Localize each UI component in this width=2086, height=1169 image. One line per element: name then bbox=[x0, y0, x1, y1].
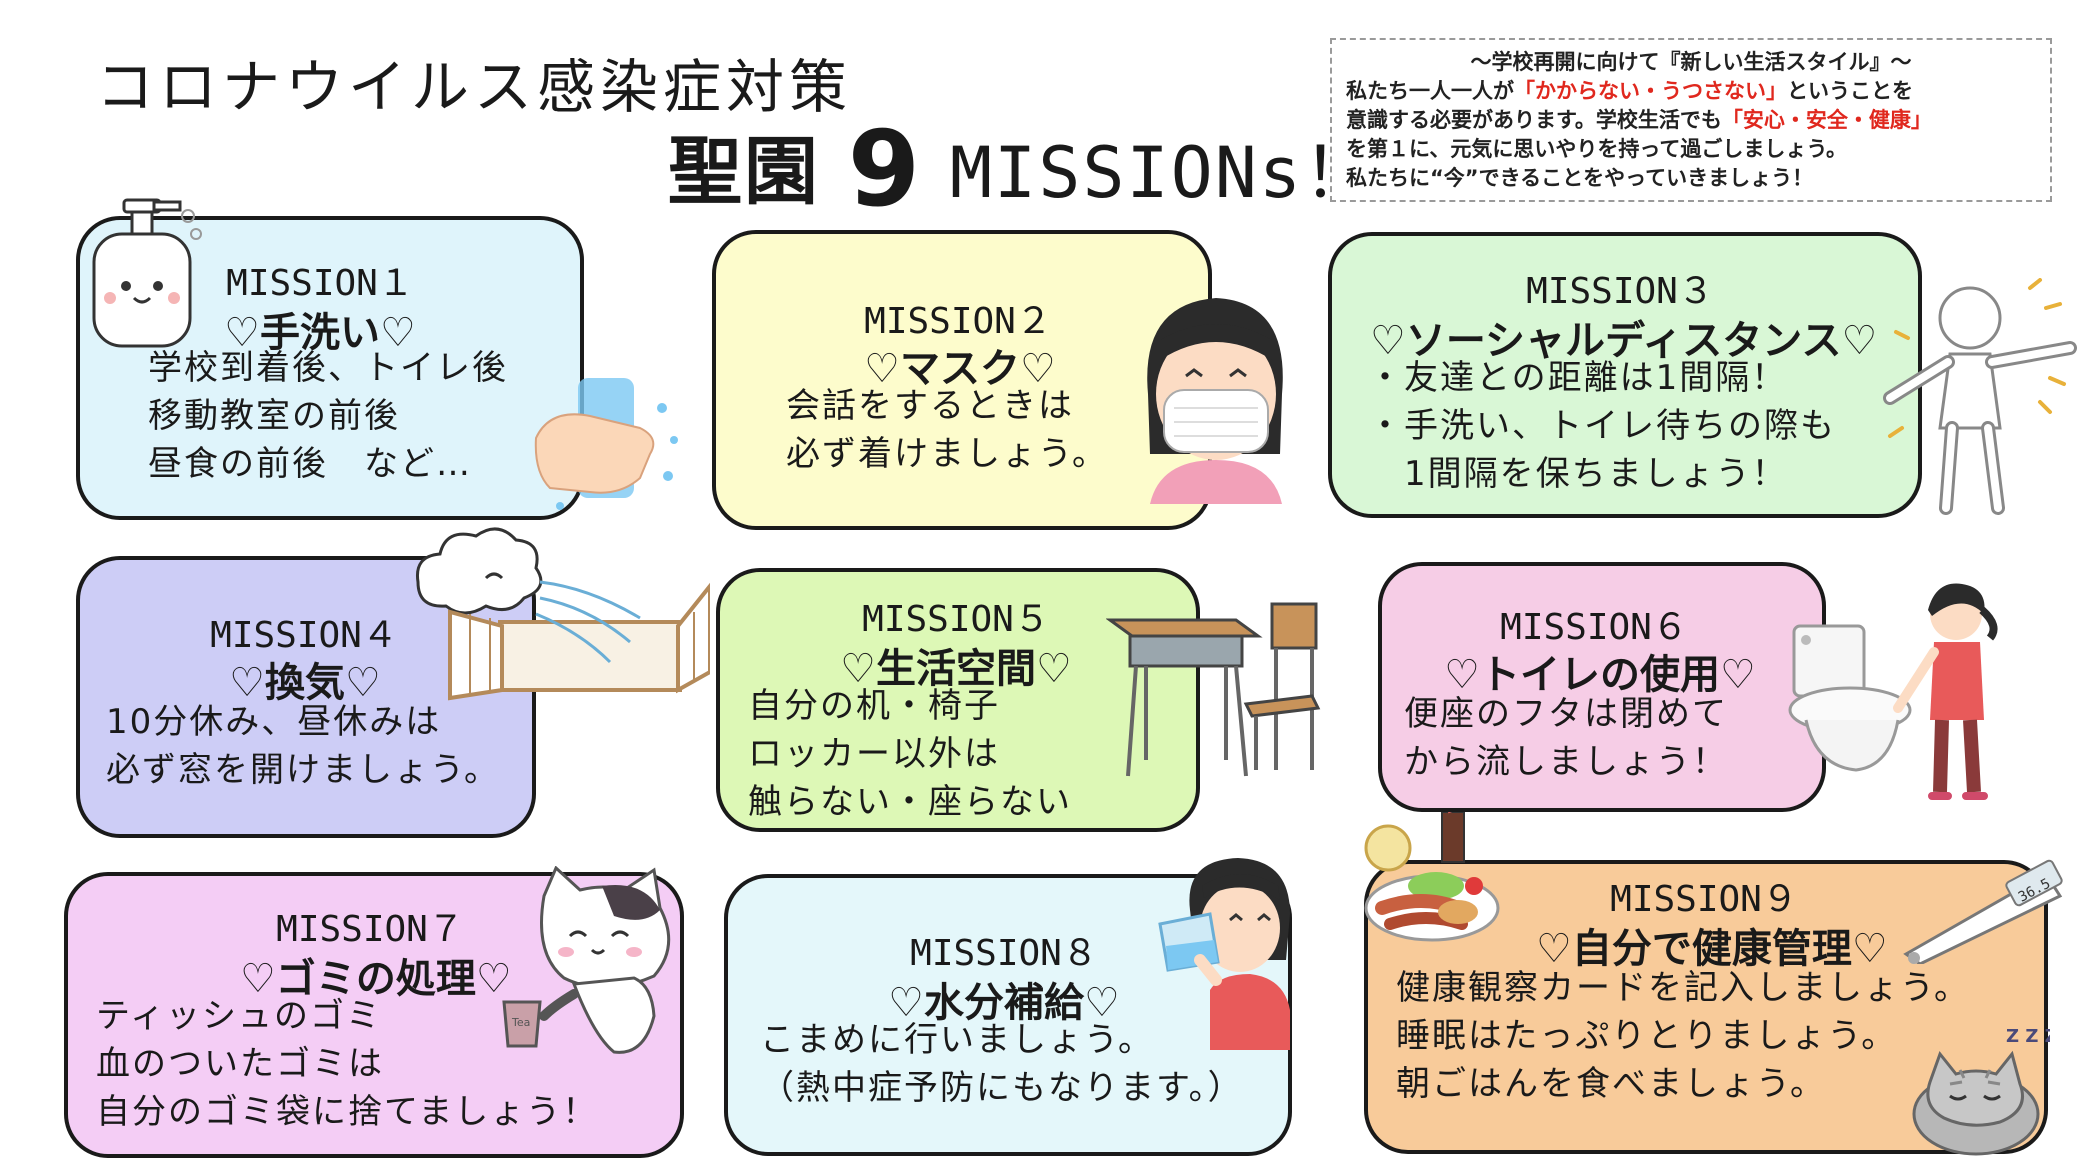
mission-6-card bbox=[1378, 562, 1826, 812]
girl-wearing-mask-icon bbox=[1147, 298, 1283, 504]
mission-1-title: ♡手洗い♡ bbox=[224, 310, 416, 356]
mission-6-label: MISSION６ bbox=[1500, 607, 1688, 648]
mission-2-card bbox=[712, 230, 1212, 530]
body-line: 必ず着けましょう。 bbox=[786, 434, 1108, 474]
body-line: 朝ごはんを食べましょう。 bbox=[1396, 1064, 1826, 1104]
mission-3-title: ♡ソーシャルディスタンス♡ bbox=[1370, 318, 1878, 364]
body-line: 血のついたゴミは bbox=[96, 1044, 384, 1084]
mission-5-title: ♡生活空間♡ bbox=[840, 646, 1072, 692]
body-line: 学校到着後、トイレ後 bbox=[148, 348, 508, 388]
page-subtitle: 聖園 9 MISSIONs！ bbox=[668, 108, 1375, 230]
notice-title: ～学校再開に向けて『新しい生活スタイル』～ bbox=[1470, 50, 1912, 74]
cat-with-trash-can-icon: Tea bbox=[502, 866, 671, 1054]
notice-text: 私たち一人一人が bbox=[1346, 79, 1514, 103]
body-line: 昼食の前後 など… bbox=[148, 444, 472, 484]
mission-1-body: 学校到着後、トイレ後 移動教室の前後 昼食の前後 など… bbox=[148, 344, 508, 488]
mission-4-body: 10分休み、昼休みは 必ず窓を開けましょう。 bbox=[106, 698, 500, 794]
mission-7-label: MISSION７ bbox=[276, 909, 464, 950]
mission-3-label: MISSION３ bbox=[1526, 271, 1714, 312]
mission-6-title: ♡トイレの使用♡ bbox=[1444, 652, 1756, 698]
notice-line-1: 私たち一人一人が「かからない・うつさない」ということを bbox=[1346, 77, 2036, 106]
mission-6-body: 便座のフタは閉めて から流しましょう！ bbox=[1404, 690, 1728, 786]
sleeping-cat-icon: Z Z Z bbox=[1912, 1026, 2050, 1156]
mission-9-body: 健康観察カードを記入しましょう。 睡眠はたっぷりとりましょう。 朝ごはんを食べま… bbox=[1396, 964, 1970, 1108]
body-line: から流しましょう！ bbox=[1404, 742, 1728, 782]
mission-4-label: MISSION４ bbox=[210, 615, 398, 656]
mission-8-body: こまめに行いましょう。 （熱中症予防にもなります。） bbox=[760, 1016, 1244, 1112]
notice-highlight: 「かからない・うつさない」 bbox=[1514, 79, 1787, 103]
body-line: 触らない・座らない bbox=[748, 782, 1072, 822]
mission-9-title: ♡自分で健康管理♡ bbox=[1536, 926, 1888, 972]
body-line: ・友達との距離は1間隔！ bbox=[1368, 358, 1788, 398]
mission-5-card bbox=[716, 568, 1200, 832]
mission-8-label: MISSION８ bbox=[910, 933, 1098, 974]
mission-2-title: ♡マスク♡ bbox=[864, 346, 1056, 392]
washing-hands-icon bbox=[534, 378, 678, 510]
mission-5-body: 自分の机・椅子 ロッカー以外は 触らない・座らない bbox=[748, 682, 1072, 826]
mission-2-body: 会話をするときは 必ず着けましょう。 bbox=[786, 382, 1108, 478]
breakfast-plate-icon bbox=[1364, 812, 1500, 942]
girl-and-toilet-icon bbox=[1788, 583, 1998, 800]
mission-3-body: ・友達との距離は1間隔！ ・手洗い、トイレ待ちの際も 1間隔を保ちましょう！ bbox=[1368, 354, 1836, 498]
thermometer-icon: 36.5 bbox=[1903, 859, 2063, 964]
sleep-text: Z Z Z bbox=[2006, 1026, 2050, 1047]
notice-line-4: 私たちに“今”できることをやっていきましょう！ bbox=[1346, 166, 1814, 190]
girl-drinking-water-icon bbox=[1158, 858, 1290, 1050]
mission-4-title: ♡換気♡ bbox=[229, 660, 381, 706]
body-line: ティッシュのゴミ bbox=[96, 996, 382, 1036]
notice-box: ～学校再開に向けて『新しい生活スタイル』～ 私たち一人一人が「かからない・うつさ… bbox=[1330, 38, 2052, 202]
body-line: 10分休み、昼休みは bbox=[106, 702, 442, 742]
subtitle-number: 9 bbox=[847, 108, 923, 230]
body-line: ・手洗い、トイレ待ちの際も bbox=[1368, 406, 1836, 446]
body-line: 自分のゴミ袋に捨てましょう！ bbox=[96, 1092, 599, 1132]
mission-9-label: MISSION９ bbox=[1610, 879, 1798, 920]
mission-7-title: ♡ゴミの処理♡ bbox=[240, 956, 512, 1002]
notice-line-3: を第１に、元気に思いやりを持って過ごしましょう。 bbox=[1346, 137, 1848, 161]
soap-bottle-icon bbox=[92, 198, 202, 348]
body-line: （熱中症予防にもなります。） bbox=[760, 1068, 1244, 1108]
mission-1-label: MISSION１ bbox=[226, 263, 414, 304]
body-line: 健康観察カードを記入しましょう。 bbox=[1396, 968, 1970, 1008]
body-line: ロッカー以外は bbox=[748, 734, 1000, 774]
mission-2-label: MISSION２ bbox=[864, 301, 1052, 342]
person-arms-out-icon bbox=[1883, 278, 2077, 515]
mission-8-title: ♡水分補給♡ bbox=[888, 980, 1120, 1026]
body-line: 自分の机・椅子 bbox=[748, 686, 1000, 726]
notice-highlight: 「安心・安全・健康」 bbox=[1721, 108, 1932, 132]
body-line: こまめに行いましょう。 bbox=[760, 1020, 1154, 1060]
notice-text: ということを bbox=[1787, 79, 1913, 103]
body-line: 1間隔を保ちましょう！ bbox=[1368, 454, 1788, 494]
cup-label: Tea bbox=[511, 1016, 530, 1029]
body-line: 会話をするときは bbox=[786, 386, 1074, 426]
open-window-wind-icon bbox=[415, 527, 710, 701]
body-line: 睡眠はたっぷりとりましょう。 bbox=[1396, 1016, 1898, 1056]
body-line: 便座のフタは閉めて bbox=[1404, 694, 1728, 734]
subtitle-suffix: MISSIONs！ bbox=[949, 132, 1376, 214]
desk-and-chair-icon bbox=[1106, 602, 1321, 777]
body-line: 必ず窓を開けましょう。 bbox=[106, 750, 500, 790]
mission-7-body: ティッシュのゴミ 血のついたゴミは 自分のゴミ袋に捨てましょう！ bbox=[96, 992, 598, 1136]
notice-line-2: 意識する必要があります。学校生活でも「安心・安全・健康」 bbox=[1346, 106, 2036, 135]
mission-5-label: MISSION５ bbox=[862, 599, 1050, 640]
body-line: 移動教室の前後 bbox=[148, 396, 400, 436]
subtitle-prefix: 聖園 bbox=[668, 129, 820, 215]
notice-text: 意識する必要があります。学校生活でも bbox=[1346, 108, 1722, 132]
page-title: コロナウイルス感染症対策 bbox=[96, 53, 853, 121]
